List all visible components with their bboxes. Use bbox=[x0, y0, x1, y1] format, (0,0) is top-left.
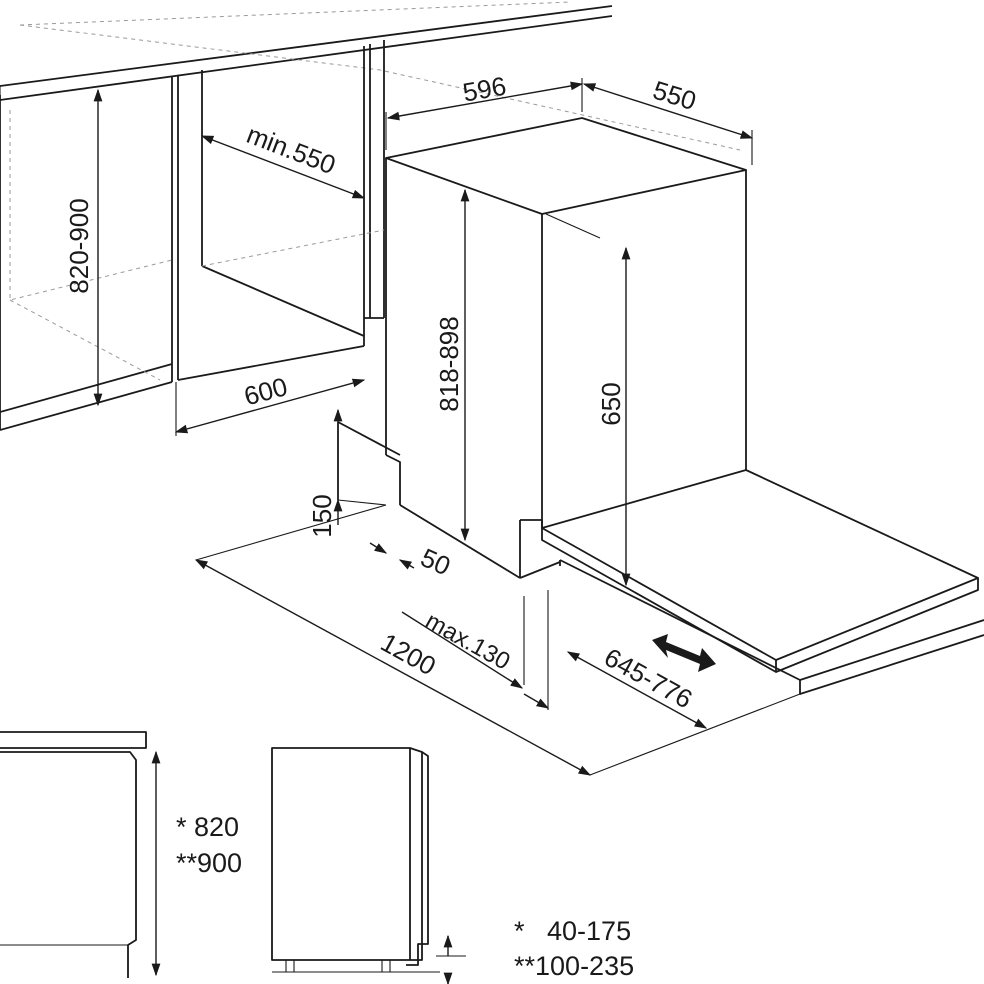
label-door-height: 650 bbox=[596, 382, 626, 425]
label-appliance-height: 818-898 bbox=[434, 316, 464, 411]
dimension-labels: 820-900 min.550 600 596 550 818-898 650 … bbox=[64, 71, 700, 715]
label-min-depth: min.550 bbox=[243, 119, 340, 180]
dimension-lines bbox=[93, 78, 801, 776]
legend-line-2: **100-235 bbox=[514, 951, 634, 981]
side-section-cabinet bbox=[0, 731, 161, 978]
label-niche-width: 600 bbox=[241, 371, 291, 411]
legend-line-1: * 40-175 bbox=[514, 916, 631, 946]
side-section-appliance bbox=[271, 747, 466, 984]
label-appliance-width: 596 bbox=[460, 71, 508, 108]
label-appliance-depth: 550 bbox=[649, 75, 699, 116]
left-cabinet bbox=[0, 76, 173, 431]
side-height-labels: * 820 **900 bbox=[176, 812, 242, 878]
label-plinth-height: 150 bbox=[307, 494, 337, 537]
door-motion-arrow bbox=[652, 634, 716, 672]
label-side-height-2: **900 bbox=[176, 848, 242, 878]
label-cabinet-height: 820-900 bbox=[64, 198, 94, 293]
niche-opening bbox=[177, 40, 385, 381]
label-plinth-setback: 50 bbox=[416, 542, 455, 581]
legend: * 40-175 **100-235 bbox=[514, 916, 634, 981]
label-side-height-1: * 820 bbox=[176, 812, 239, 842]
